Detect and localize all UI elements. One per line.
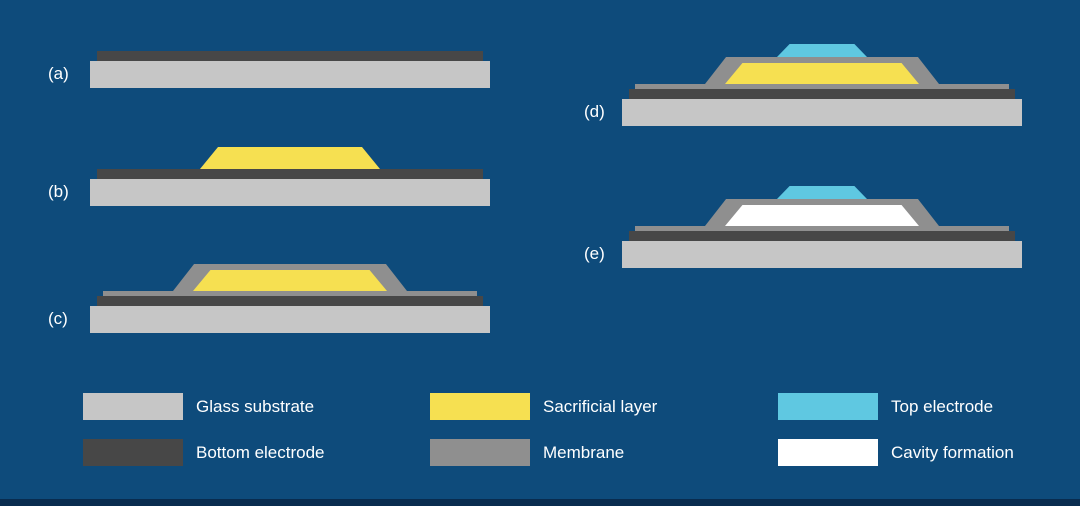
membrane-strip (635, 84, 1009, 89)
legend-item-glass-substrate: Glass substrate (83, 393, 314, 420)
sacrificial-layer-swatch (430, 393, 530, 420)
step-c-diagram (90, 264, 490, 333)
step-e-diagram (622, 186, 1022, 268)
legend-item-membrane: Membrane (430, 439, 624, 466)
step-b-diagram (90, 147, 490, 206)
top-electrode-swatch (778, 393, 878, 420)
legend-label-cavity-formation: Cavity formation (891, 442, 1014, 462)
bottom-electrode-swatch (83, 439, 183, 466)
step-d-label: (d) (584, 102, 605, 121)
glass-substrate-swatch (83, 393, 183, 420)
legend-item-bottom-electrode: Bottom electrode (83, 439, 325, 466)
step-d-diagram (622, 44, 1022, 126)
glass-substrate-layer (90, 179, 490, 206)
glass-substrate-layer (622, 241, 1022, 268)
step-a-label: (a) (48, 64, 69, 83)
sacrificial-layer-shape (725, 63, 919, 84)
membrane-bump (705, 57, 939, 84)
cavity-shape (725, 205, 919, 226)
bottom-electrode-layer (629, 231, 1015, 241)
membrane-strip (635, 226, 1009, 231)
legend-label-sacrificial-layer: Sacrificial layer (543, 396, 658, 416)
glass-substrate-layer (90, 61, 490, 88)
legend-item-cavity-formation: Cavity formation (778, 439, 1014, 466)
legend-label-membrane: Membrane (543, 442, 625, 462)
sacrificial-layer-shape (200, 147, 380, 169)
bottom-accent-strip (0, 499, 1080, 506)
glass-substrate-layer (622, 99, 1022, 126)
step-a-diagram (90, 51, 490, 88)
cavity-formation-swatch (778, 439, 878, 466)
step-e-label: (e) (584, 244, 605, 263)
membrane-strip (103, 291, 477, 296)
top-electrode-layer (777, 44, 867, 57)
legend-item-top-electrode: Top electrode (778, 393, 993, 420)
sacrificial-layer-shape (193, 270, 387, 291)
step-b-label: (b) (48, 182, 69, 201)
legend-label-top-electrode: Top electrode (891, 396, 994, 416)
glass-substrate-layer (90, 306, 490, 333)
membrane-bump (173, 264, 407, 291)
membrane-swatch (430, 439, 530, 466)
legend-label-glass-substrate: Glass substrate (196, 396, 315, 416)
bottom-electrode-layer (97, 296, 483, 306)
bottom-electrode-layer (97, 51, 483, 61)
membrane-bump (705, 199, 939, 226)
legend-item-sacrificial-layer: Sacrificial layer (430, 393, 657, 420)
bottom-electrode-layer (629, 89, 1015, 99)
step-c-label: (c) (48, 309, 68, 328)
top-electrode-layer (777, 186, 867, 199)
bottom-electrode-layer (97, 169, 483, 179)
legend-label-bottom-electrode: Bottom electrode (196, 442, 325, 462)
